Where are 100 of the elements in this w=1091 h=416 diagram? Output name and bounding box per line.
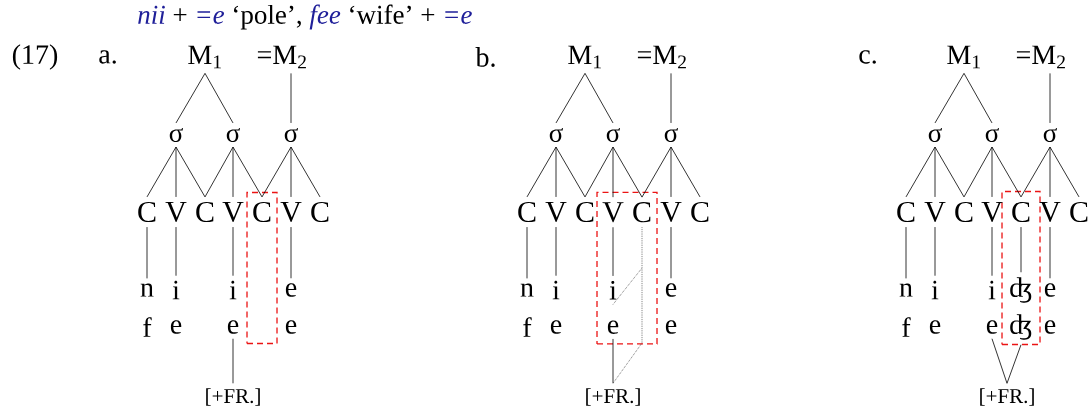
association-line <box>175 146 177 198</box>
skeleton-slot: V <box>280 201 302 223</box>
feature-label: [+FR.] <box>586 388 640 406</box>
association-line <box>290 146 292 198</box>
panel-letter: b. <box>475 47 495 67</box>
skeleton-slot: V <box>545 201 567 223</box>
segment-letter: e <box>550 320 562 334</box>
example-title: nii + =e ‘pole’, fee ‘wife’ + =e <box>138 4 472 30</box>
association-line <box>1049 146 1080 198</box>
skeleton-slot: C <box>253 201 271 223</box>
syllable-label: σ <box>985 127 999 143</box>
syllable-label: σ <box>606 127 620 143</box>
association-line <box>290 72 292 124</box>
skeleton-slot: C <box>691 201 709 223</box>
morpheme-label: =M$_{2}$ <box>257 45 306 69</box>
association-line <box>204 146 234 198</box>
skeleton-slot: C <box>576 201 594 223</box>
segment-letter: f <box>143 317 152 337</box>
segment-letter: e <box>607 320 619 334</box>
skeleton-slot: C <box>196 201 214 223</box>
dotted-association-line <box>612 267 643 305</box>
segment-letter: i <box>172 280 180 300</box>
segment-letter: e <box>227 320 239 334</box>
association-line <box>1049 72 1051 124</box>
feature-label: [+FR.] <box>980 388 1034 406</box>
panel-letter: a. <box>99 50 116 64</box>
skeleton-slot: V <box>222 201 244 223</box>
segment-letter: e <box>285 320 297 334</box>
skeleton-slot: C <box>633 202 651 223</box>
association-line <box>1020 146 1051 198</box>
segment-letter: e <box>929 320 941 334</box>
association-line <box>905 146 936 198</box>
syllable-label: σ <box>226 127 240 143</box>
association-line <box>290 146 321 198</box>
syllable-label: σ <box>549 127 563 143</box>
skeleton-slot: C <box>518 201 536 223</box>
morpheme-label: M$_{1}$ <box>188 45 221 69</box>
segment-letter: n <box>520 283 534 297</box>
segment-letter: f <box>523 317 532 337</box>
association-line <box>670 72 672 124</box>
skeleton-slot: C <box>1012 201 1030 223</box>
syllable-label: σ <box>1043 127 1057 143</box>
association-line <box>670 146 672 198</box>
association-line <box>991 146 993 198</box>
segment-letter: e <box>665 283 677 297</box>
association-line <box>290 226 292 279</box>
association-line <box>146 146 177 198</box>
segment-letter: e <box>1044 320 1056 334</box>
segment-letter: e <box>1044 283 1056 297</box>
association-line <box>1020 226 1022 273</box>
association-line <box>584 72 614 124</box>
syllable-label: σ <box>169 127 183 143</box>
association-line <box>963 146 993 198</box>
skeleton-slot: C <box>311 201 329 223</box>
segment-letter: e <box>285 283 297 297</box>
example-number: (17) <box>12 44 58 70</box>
association-line <box>232 146 234 198</box>
association-line <box>232 338 234 384</box>
association-line <box>991 226 993 277</box>
association-line <box>526 226 528 279</box>
association-line <box>1049 146 1051 198</box>
highlight-box <box>596 191 658 345</box>
segment-letter: i <box>988 280 996 300</box>
association-line <box>612 226 614 277</box>
association-line <box>1049 226 1051 279</box>
syllable-label: σ <box>928 127 942 143</box>
skeleton-slot: V <box>924 201 946 223</box>
skeleton-slot: V <box>602 202 624 223</box>
association-line <box>175 72 206 124</box>
association-line <box>991 146 1022 198</box>
segment-letter: i <box>552 280 560 300</box>
association-line <box>555 226 557 277</box>
association-line <box>991 338 1008 384</box>
association-line <box>612 146 643 198</box>
morpheme-label: M$_{1}$ <box>947 45 980 69</box>
morpheme-label: =M$_{2}$ <box>637 45 686 69</box>
segment-letter: i <box>609 280 617 300</box>
skeleton-slot: V <box>1039 201 1061 223</box>
segment-letter: i <box>931 280 939 300</box>
association-line <box>204 72 234 124</box>
segment-letter: n <box>899 283 913 297</box>
association-line <box>934 146 965 198</box>
skeleton-slot: V <box>660 201 682 223</box>
association-line <box>905 226 907 279</box>
segment-letter: n <box>140 283 154 297</box>
segment-letter: i <box>229 280 237 300</box>
feature-label: [+FR.] <box>206 388 260 406</box>
skeleton-slot: C <box>955 201 973 223</box>
syllable-label: σ <box>284 127 298 143</box>
association-line <box>232 146 263 198</box>
association-line <box>584 146 614 198</box>
morpheme-label: M$_{1}$ <box>568 45 601 69</box>
skeleton-slot: V <box>981 201 1003 223</box>
segment-letter: ʤ <box>1010 314 1032 340</box>
association-line <box>612 338 614 384</box>
association-line <box>612 146 614 198</box>
association-line <box>934 72 965 124</box>
association-line <box>555 72 586 124</box>
association-line <box>1006 344 1022 384</box>
association-line <box>934 226 936 277</box>
